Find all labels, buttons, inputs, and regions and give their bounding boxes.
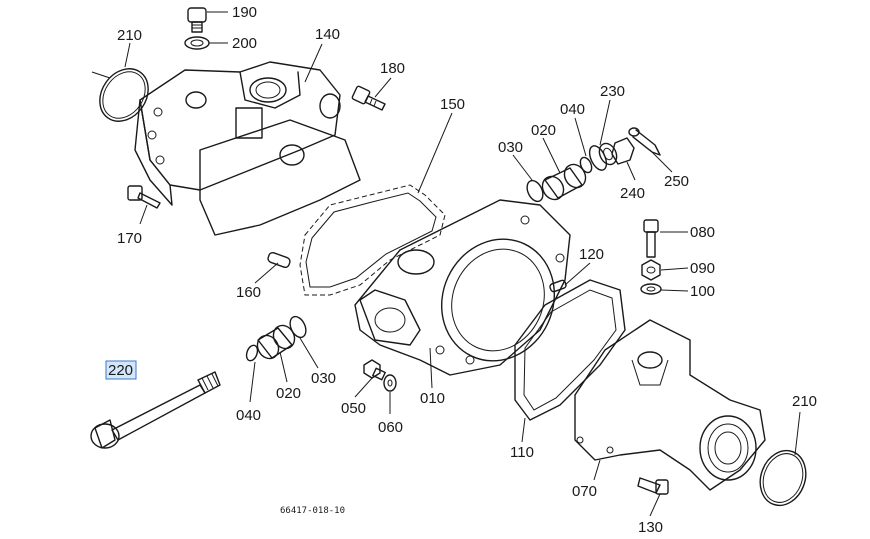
rear-housing-070[interactable] bbox=[574, 319, 766, 491]
callout-170[interactable]: 170 bbox=[117, 230, 142, 247]
washer-060[interactable] bbox=[383, 374, 397, 392]
callout-230[interactable]: 230 bbox=[600, 83, 625, 100]
bolt-180[interactable] bbox=[351, 85, 386, 111]
fitting-050[interactable] bbox=[363, 359, 386, 381]
plug-190[interactable] bbox=[187, 7, 207, 33]
upper-housing-140[interactable] bbox=[134, 61, 361, 236]
callout-030-lower[interactable]: 030 bbox=[311, 370, 336, 387]
nut-240[interactable] bbox=[611, 137, 635, 165]
washer-200[interactable] bbox=[184, 36, 210, 50]
o-ring-030-upper[interactable] bbox=[524, 178, 546, 204]
o-ring-210-bottom[interactable] bbox=[753, 444, 813, 512]
callout-220[interactable]: 220 bbox=[108, 362, 133, 379]
callout-200[interactable]: 200 bbox=[232, 35, 257, 52]
gasket-150[interactable] bbox=[299, 184, 446, 296]
callout-010[interactable]: 010 bbox=[420, 390, 445, 407]
callout-050[interactable]: 050 bbox=[341, 400, 366, 417]
callout-180[interactable]: 180 bbox=[380, 60, 405, 77]
callout-130[interactable]: 130 bbox=[638, 519, 663, 536]
callout-020-upper[interactable]: 020 bbox=[531, 122, 556, 139]
bolt-170[interactable] bbox=[127, 185, 161, 209]
ring-040-lower[interactable] bbox=[245, 344, 260, 362]
callout-020-lower[interactable]: 020 bbox=[276, 385, 301, 402]
callout-210-bottom[interactable]: 210 bbox=[792, 393, 817, 410]
callout-080[interactable]: 080 bbox=[690, 224, 715, 241]
o-ring-030-lower[interactable] bbox=[287, 314, 309, 340]
callout-210-top[interactable]: 210 bbox=[117, 27, 142, 44]
leader-lines bbox=[91, 11, 801, 517]
callout-100[interactable]: 100 bbox=[690, 283, 715, 300]
pin-120[interactable] bbox=[549, 279, 567, 293]
callout-250[interactable]: 250 bbox=[664, 173, 689, 190]
o-ring-210-top[interactable] bbox=[90, 59, 158, 130]
ring-040-upper[interactable] bbox=[578, 156, 594, 175]
main-housing-010[interactable] bbox=[354, 199, 574, 379]
washer-100[interactable] bbox=[640, 283, 662, 295]
callout-240[interactable]: 240 bbox=[620, 185, 645, 202]
part-230[interactable] bbox=[586, 141, 620, 173]
callout-140[interactable]: 140 bbox=[315, 26, 340, 43]
shaft-220[interactable] bbox=[90, 371, 221, 449]
bushing-020-lower[interactable] bbox=[253, 322, 298, 363]
gasket-110[interactable] bbox=[514, 279, 626, 421]
drawing-number: 66417-018-10 bbox=[280, 506, 345, 516]
callout-190[interactable]: 190 bbox=[232, 4, 257, 21]
callout-030-upper[interactable]: 030 bbox=[498, 139, 523, 156]
callout-040-lower[interactable]: 040 bbox=[236, 407, 261, 424]
pin-160[interactable] bbox=[267, 251, 291, 269]
cotter-pin-250[interactable] bbox=[628, 127, 661, 156]
callout-110[interactable]: 110 bbox=[510, 444, 534, 461]
callout-120[interactable]: 120 bbox=[579, 246, 604, 263]
nut-090[interactable] bbox=[641, 259, 661, 281]
callout-090[interactable]: 090 bbox=[690, 260, 715, 277]
callout-160[interactable]: 160 bbox=[236, 284, 261, 301]
callout-060[interactable]: 060 bbox=[378, 419, 403, 436]
bolt-080[interactable] bbox=[643, 219, 659, 258]
highlight-220 bbox=[105, 360, 137, 380]
callout-040-upper[interactable]: 040 bbox=[560, 101, 585, 118]
bolt-130[interactable] bbox=[637, 477, 669, 495]
callout-150[interactable]: 150 bbox=[440, 96, 465, 113]
callout-070[interactable]: 070 bbox=[572, 483, 597, 500]
